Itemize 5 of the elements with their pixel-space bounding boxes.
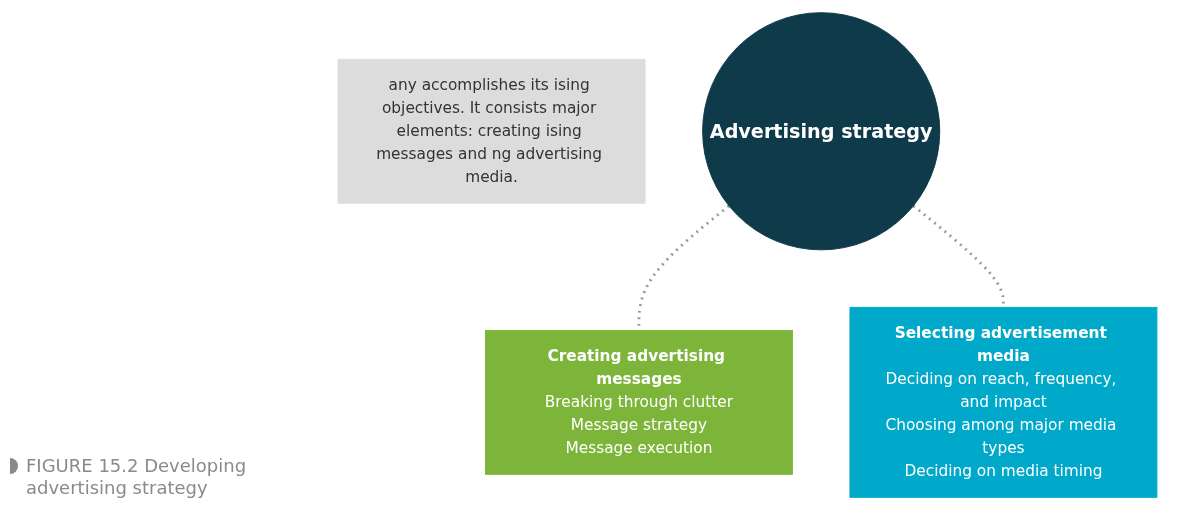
node-circle: Advertising strategy (702, 12, 941, 251)
node-box: Selecting advertisement media Deciding on reach, frequency, and impact Choosing among major media types Deciding on media timing (849, 306, 1158, 498)
node-box: Creating advertising messages Breaking through clutter Message strategy Message execution (484, 329, 793, 475)
figure-caption: FIGURE 15.2 Developing advertising strategy (26, 455, 248, 499)
node-box: any accomplishes its ising objectives. It consists major elements: creating ising messages and ng advertising media. (337, 58, 646, 204)
